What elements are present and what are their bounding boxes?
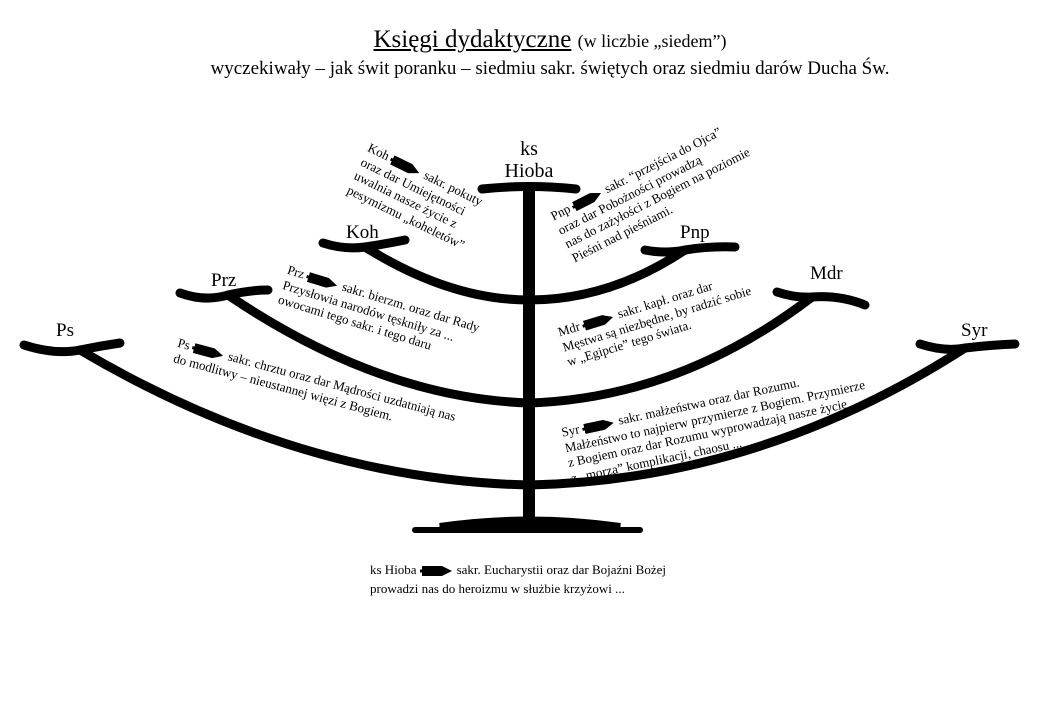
bottom-note-l1: sakr. Eucharystii oraz dar Bojaźni Bożej	[456, 562, 666, 577]
branch-prz-mdr	[223, 290, 817, 408]
arrow-icon	[305, 271, 338, 292]
annotation-syr: Syrsakr. małżeństwa oraz dar Rozumu. Mał…	[560, 361, 873, 486]
cup-mdr	[772, 287, 870, 310]
arrow-icon	[581, 417, 614, 435]
label-ks-hioba: ks Hioba	[498, 138, 560, 182]
arrow-icon	[388, 154, 420, 174]
bottom-note-abbr: ks Hioba	[370, 562, 417, 577]
label-top-line1: ks	[520, 138, 538, 160]
label-koh: Koh	[346, 222, 379, 243]
label-pnp: Pnp	[680, 222, 710, 243]
arrow-icon	[191, 342, 224, 362]
label-syr: Syr	[961, 320, 988, 341]
arrow-icon	[581, 311, 614, 331]
cup-syr	[915, 339, 1020, 354]
label-mdr: Mdr	[810, 263, 843, 284]
annotation-ps-abbr: Ps	[176, 335, 192, 353]
branch-ps-syr	[75, 343, 970, 490]
cup-pnp	[640, 242, 740, 257]
annotation-prz: Przsakr. bierzm. oraz dar Rady Przysłowi…	[276, 262, 482, 365]
annotation-ps: Pssakr. chrztu oraz dar Mądrości uzdatni…	[172, 335, 457, 439]
branch-koh-pnp	[360, 242, 690, 305]
cup-prz	[175, 285, 273, 303]
arrow-icon	[570, 192, 602, 212]
bottom-note-l2: prowadzi nas do heroizmu w służbie krzyż…	[370, 581, 625, 596]
title-sub: (w liczbie „siedem”)	[577, 31, 727, 51]
title-main: Księgi dydaktyczne	[373, 26, 572, 53]
cup-koh	[318, 235, 410, 253]
page-title: Księgi dydaktyczne (w liczbie „siedem”)	[0, 26, 1039, 54]
annotation-koh: Kohsakr. pokuty oraz dar Umiejętności uw…	[345, 140, 488, 252]
branch-top-cup	[477, 182, 581, 194]
label-prz: Prz	[211, 270, 237, 291]
label-ps: Ps	[56, 320, 74, 341]
arrow-icon	[419, 566, 452, 577]
annotation-pnp: Pnpsakr. “przejścia do Ojca” oraz dar Po…	[548, 117, 759, 266]
cup-ps	[19, 338, 125, 357]
bottom-note: ks Hioba sakr. Eucharystii oraz dar Bojaź…	[370, 560, 666, 598]
page-subtitle: wyczekiwały – jak świt poranku – siedmiu…	[210, 58, 890, 79]
annotation-mdr: Mdrsakr. kapł. oraz dar Męstwa są niezbę…	[556, 268, 757, 370]
base	[439, 516, 621, 533]
label-top-line2: Hioba	[504, 160, 554, 182]
